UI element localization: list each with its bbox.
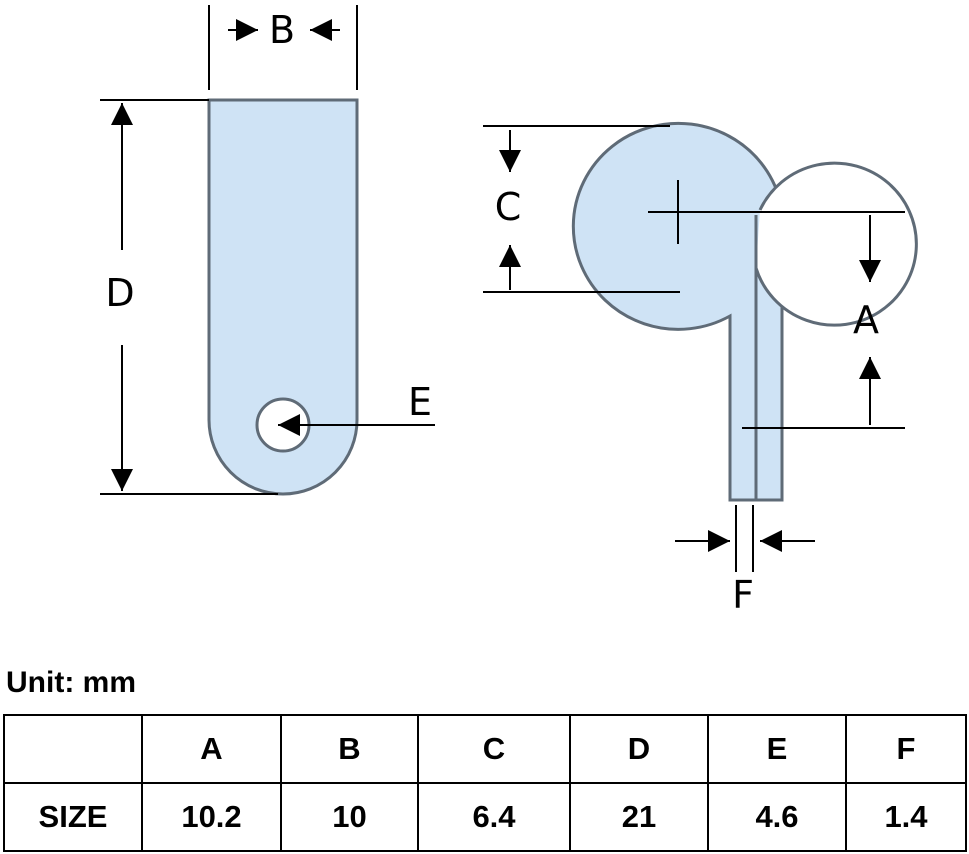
clamp-dimension-diagram: B D E C xyxy=(100,5,918,617)
label-b: B xyxy=(269,8,295,52)
header-f: F xyxy=(845,714,967,784)
label-d: D xyxy=(105,271,134,315)
dimension-e: E xyxy=(278,380,435,436)
side-view: C A F xyxy=(483,121,918,617)
dimension-f: F xyxy=(675,505,815,617)
value-e: 4.6 xyxy=(707,782,847,852)
dimension-a: A xyxy=(742,215,905,429)
header-e: E xyxy=(707,714,847,784)
label-a: A xyxy=(853,298,879,342)
label-f: F xyxy=(732,573,754,617)
value-a: 10.2 xyxy=(141,782,282,852)
table-size-row: SIZE 10.2 10 6.4 21 4.6 1.4 xyxy=(3,782,967,852)
dimension-d: D xyxy=(100,99,278,495)
dimension-c: C xyxy=(483,125,680,293)
label-c: C xyxy=(495,185,522,229)
size-table: A B C D E F SIZE 10.2 10 6.4 21 4.6 1.4 xyxy=(3,714,967,852)
value-f: 1.4 xyxy=(845,782,967,852)
strap-front-view xyxy=(207,98,359,496)
dimension-b: B xyxy=(208,5,358,90)
unit-label: Unit: mm xyxy=(6,666,136,699)
header-d: D xyxy=(569,714,709,784)
clamp-inner-opening xyxy=(754,161,918,327)
clamp-side-profile xyxy=(571,121,784,502)
header-b: B xyxy=(280,714,419,784)
front-view: B D E xyxy=(100,5,435,496)
value-b: 10 xyxy=(280,782,419,852)
table-header-row: A B C D E F xyxy=(3,714,967,784)
value-c: 6.4 xyxy=(417,782,571,852)
value-d: 21 xyxy=(569,782,709,852)
row-label-size: SIZE xyxy=(3,782,143,852)
header-a: A xyxy=(141,714,282,784)
label-e: E xyxy=(408,380,432,424)
header-empty-cell xyxy=(3,714,143,784)
header-c: C xyxy=(417,714,571,784)
